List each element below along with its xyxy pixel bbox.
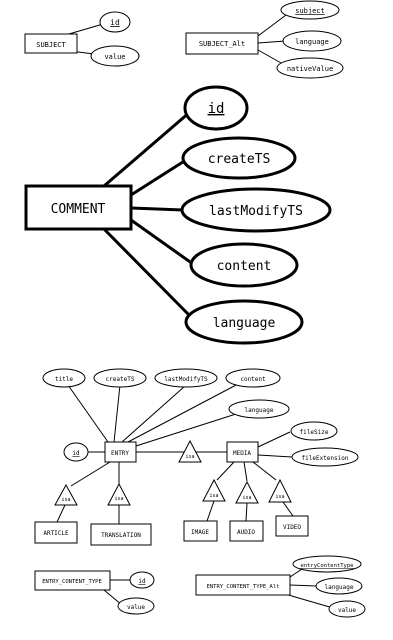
attr-comment-id-label: id xyxy=(208,101,225,117)
entry-content-type-alt-group: ENTRY_CONTENT_TYPE_Alt entryContentType … xyxy=(195,555,366,618)
entity-subject-alt-label: SUBJECT_Alt xyxy=(199,40,245,48)
isa-audio-triangle xyxy=(235,480,259,504)
attr-comment-id xyxy=(183,85,249,131)
entity-subject xyxy=(24,33,78,54)
attr-subject-id xyxy=(99,11,131,33)
attr-ecta-value-label: value xyxy=(338,607,356,614)
entity-audio-label: AUDIO xyxy=(237,529,255,536)
attr-ect-id xyxy=(129,571,155,589)
attr-ecta-language xyxy=(315,577,363,595)
entity-entry-label: ENTRY xyxy=(111,450,129,457)
attr-entry-title xyxy=(42,368,86,388)
entity-comment xyxy=(24,184,133,231)
attr-ect-value xyxy=(117,597,155,615)
attr-entry-lastmodifyts xyxy=(154,368,218,388)
isa-media-label: isa xyxy=(185,454,194,460)
isa-image-triangle xyxy=(202,478,226,502)
entity-audio xyxy=(229,520,264,542)
entity-entry xyxy=(104,441,137,463)
entity-entry-content-type-alt xyxy=(195,574,291,596)
attr-media-fileextension-label: fileExtension xyxy=(302,455,349,462)
entity-image-label: IMAGE xyxy=(191,529,209,536)
attr-entry-createts-label: createTS xyxy=(106,376,135,383)
entity-subject-label: SUBJECT xyxy=(36,41,66,49)
isa-image-label: isa xyxy=(209,493,218,499)
attr-ecta-language-label: language xyxy=(325,584,354,591)
attr-ecta-entrycontenttype-label: entryContentType xyxy=(301,563,354,569)
isa-translation-triangle xyxy=(107,482,131,506)
attr-comment-lastmodifyts-label: lastModifyTS xyxy=(209,204,303,219)
attr-ecta-value xyxy=(328,600,366,618)
entry-media-group: ENTRY title createTS lastModifyTS conten… xyxy=(34,368,359,546)
attr-subject-alt-language-label: language xyxy=(295,38,329,46)
attr-comment-language xyxy=(184,299,304,345)
entity-article-label: ARTICLE xyxy=(43,530,69,537)
attr-entry-id xyxy=(63,442,89,462)
attr-entry-createts xyxy=(93,368,147,388)
attr-comment-content-label: content xyxy=(217,259,272,274)
entity-subject-alt xyxy=(185,32,259,55)
entity-entry-content-type-label: ENTRY_CONTENT_TYPE xyxy=(42,579,102,585)
attr-media-filesize-label: fileSize xyxy=(300,429,329,436)
attr-subject-value xyxy=(90,45,140,67)
attr-media-filesize xyxy=(290,421,338,441)
attr-subject-alt-language xyxy=(282,30,342,52)
entity-article xyxy=(34,521,78,544)
attr-entry-language xyxy=(228,399,290,419)
isa-article-label: isa xyxy=(61,497,70,503)
entity-translation-label: TRANSLATION xyxy=(101,532,141,539)
isa-video-label: isa xyxy=(275,494,284,500)
attr-comment-language-label: language xyxy=(213,316,276,331)
attr-ect-id-label: id xyxy=(138,578,146,585)
isa-translation-label: isa xyxy=(114,496,123,502)
attr-subject-alt-nativevalue-label: nativeValue xyxy=(287,65,333,73)
attr-subject-id-label: id xyxy=(110,18,120,27)
isa-article-triangle xyxy=(54,483,78,506)
attr-comment-createts-label: createTS xyxy=(208,152,271,167)
attr-entry-title-label: title xyxy=(55,376,73,383)
attr-entry-lastmodifyts-label: lastModifyTS xyxy=(164,376,208,383)
attr-subject-alt-subject-label: subject xyxy=(295,7,325,15)
entity-comment-label: COMMENT xyxy=(51,202,106,217)
attr-media-fileextension xyxy=(291,447,359,467)
entity-translation xyxy=(90,523,152,546)
isa-media-triangle xyxy=(178,439,202,463)
entity-media-label: MEDIA xyxy=(233,450,251,457)
attr-comment-createts xyxy=(181,136,297,180)
attr-entry-content xyxy=(225,368,281,388)
isa-video-triangle xyxy=(268,478,292,503)
attr-ecta-entrycontenttype xyxy=(292,555,362,573)
attr-entry-id-label: id xyxy=(72,450,80,457)
subject-alt-group: SUBJECT_Alt subject language nativeValue xyxy=(185,0,344,79)
entity-image xyxy=(183,520,218,542)
attr-comment-content xyxy=(189,242,299,288)
isa-audio-label: isa xyxy=(242,495,251,501)
attr-subject-alt-subject xyxy=(280,0,340,20)
attr-subject-alt-nativevalue xyxy=(276,57,344,79)
entry-content-type-group: ENTRY_CONTENT_TYPE id value xyxy=(34,570,155,615)
subject-group: SUBJECT id value xyxy=(24,11,140,67)
attr-subject-value-label: value xyxy=(104,53,125,61)
attr-entry-language-label: language xyxy=(245,407,274,414)
entity-media xyxy=(226,441,259,463)
entity-entry-content-type-alt-label: ENTRY_CONTENT_TYPE_Alt xyxy=(207,584,280,590)
attr-comment-lastmodifyts xyxy=(180,187,332,233)
attr-ect-value-label: value xyxy=(127,604,145,611)
comment-group: COMMENT id createTS lastModifyTS content… xyxy=(24,85,332,345)
attr-entry-content-label: content xyxy=(240,376,266,383)
entity-video-label: VIDEO xyxy=(283,524,301,531)
entity-video xyxy=(275,515,309,537)
entity-entry-content-type xyxy=(34,570,111,591)
